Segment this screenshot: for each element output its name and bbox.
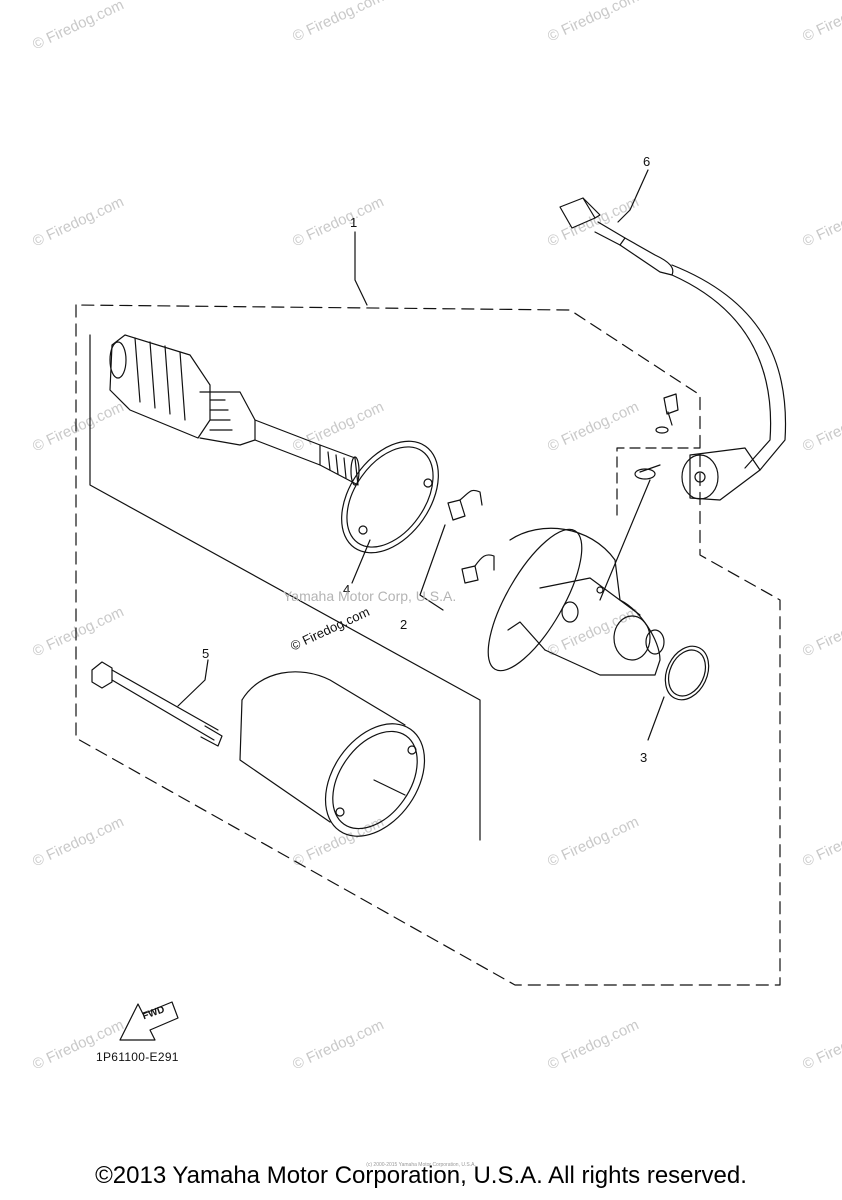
callout-5: 5 (202, 646, 210, 661)
terminal-dashed-box (616, 447, 701, 516)
leader-2 (419, 524, 446, 611)
center-watermark: Yamaha Motor Corp, U.S.A. (283, 588, 457, 604)
leader-5 (177, 659, 209, 707)
o-ring-part (664, 645, 710, 701)
fwd-arrow-icon (119, 1001, 179, 1041)
yoke-housing-part (239, 671, 426, 837)
assembly-dashed-boundary (75, 304, 781, 986)
brush-set-part (447, 489, 495, 584)
leader-3 (647, 696, 665, 741)
callout-3: 3 (640, 750, 648, 765)
gasket-ring-part (341, 440, 439, 554)
leader-1 (354, 231, 368, 306)
end-cover-part (487, 527, 665, 676)
leader-6 (617, 169, 649, 223)
terminal-screw-part (634, 393, 679, 480)
copyright-notice: ©2013 Yamaha Motor Corporation, U.S.A. A… (95, 1162, 747, 1189)
tiny-note: (c) 2000-2015 Yamaha Motor Corporation, … (366, 1162, 476, 1168)
callout-4: 4 (343, 582, 351, 597)
through-bolt-part (91, 661, 223, 747)
leader-4 (351, 539, 371, 584)
callout-1: 1 (350, 215, 358, 230)
armature-part (89, 334, 481, 841)
callout-6: 6 (643, 154, 651, 169)
leader-terminal (599, 479, 651, 601)
diagram-code: 1P61100-E291 (96, 1050, 179, 1064)
lead-wire-part (559, 197, 787, 501)
callout-2: 2 (400, 617, 408, 632)
